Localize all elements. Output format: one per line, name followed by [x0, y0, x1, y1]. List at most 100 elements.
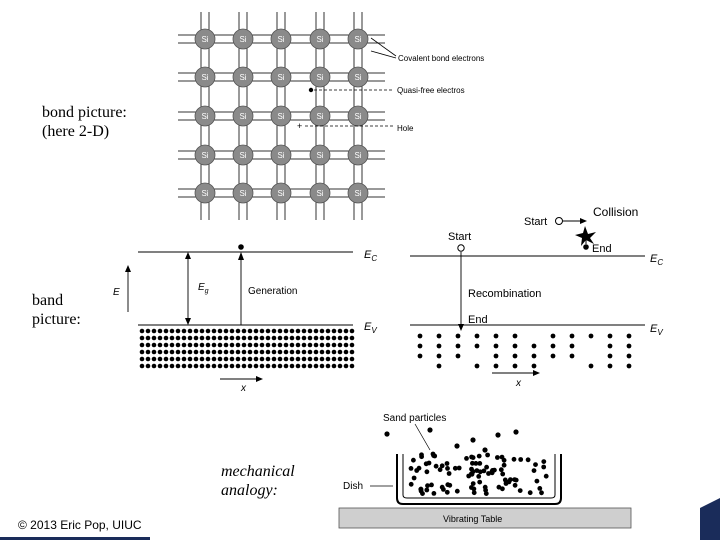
valence-electron — [265, 356, 271, 362]
generated-electron — [238, 244, 244, 250]
valence-electron — [169, 349, 175, 355]
valence-electron — [343, 342, 349, 348]
valence-electron — [145, 363, 151, 369]
valence-electron — [337, 363, 343, 369]
valence-electron — [235, 349, 241, 355]
valence-electron — [223, 356, 229, 362]
right-valence-electron — [474, 343, 480, 349]
sand-particle — [485, 452, 490, 458]
valence-electron — [151, 356, 157, 362]
right-valence-electron — [512, 343, 518, 349]
valence-electron — [157, 363, 163, 369]
valence-electron — [349, 349, 355, 355]
band-diagram-recombination: Start Collision End EC EV Start Recombin… — [410, 205, 663, 389]
sand-particle — [456, 465, 462, 471]
si-atom-circle — [194, 28, 216, 50]
start-mid-label: Start — [448, 231, 471, 243]
valence-electron — [163, 328, 169, 334]
valence-electron — [313, 328, 319, 334]
mechanical-line2: analogy: — [221, 482, 278, 499]
right-valence-electron — [417, 353, 423, 359]
valence-electron — [145, 342, 151, 348]
valence-electron — [301, 349, 307, 355]
sand-particle — [469, 454, 474, 460]
right-valence-electron — [626, 343, 632, 349]
si-atom-circle — [270, 182, 292, 204]
valence-electron — [163, 349, 169, 355]
mechanical-analogy-label: mechanical analogy: — [221, 462, 295, 500]
valence-electron — [337, 335, 343, 341]
valence-electron — [331, 356, 337, 362]
si-atom-label: Si — [277, 189, 284, 198]
end-top-label: End — [592, 243, 612, 255]
valence-electron — [319, 328, 325, 334]
valence-electron — [241, 328, 247, 334]
si-atom-label: Si — [354, 73, 361, 82]
valence-electron — [151, 349, 157, 355]
end-top-electron — [583, 244, 589, 250]
valence-electron — [301, 335, 307, 341]
start-top-marker — [555, 217, 563, 225]
sand-particle — [471, 490, 477, 496]
right-valence-electron — [531, 343, 537, 349]
valence-electron — [199, 335, 205, 341]
valence-electron — [277, 356, 283, 362]
sand-particle — [481, 468, 487, 474]
valence-electron — [289, 328, 295, 334]
valence-electron — [265, 328, 271, 334]
si-atom-circle — [309, 28, 331, 50]
valence-electron — [265, 342, 271, 348]
sand-particle — [476, 453, 482, 459]
valence-electron — [259, 363, 265, 369]
si-atom: Si — [270, 66, 292, 88]
valence-electron — [139, 349, 145, 355]
valence-electron — [253, 349, 259, 355]
sand-particle — [534, 478, 540, 484]
quasi-free-label: Quasi-free electros — [397, 86, 465, 95]
valence-electron — [319, 356, 325, 362]
right-valence-electron — [493, 343, 499, 349]
valence-electron — [307, 356, 313, 362]
si-atom-label: Si — [239, 189, 246, 198]
si-atom: Si — [232, 105, 254, 127]
si-atom-circle — [347, 66, 369, 88]
valence-electron — [193, 356, 199, 362]
si-atom-label: Si — [277, 112, 284, 121]
valence-electron — [187, 363, 193, 369]
valence-electron — [259, 335, 265, 341]
right-valence-electron — [417, 343, 423, 349]
right-valence-electron — [436, 353, 442, 359]
si-atom: Si — [309, 144, 331, 166]
x-axis-arrow — [256, 376, 263, 382]
valence-electron — [199, 328, 205, 334]
right-valence-electron — [550, 353, 556, 359]
sand-particle — [518, 457, 524, 462]
sand-particle — [512, 482, 518, 488]
right-valence-electron — [626, 353, 632, 359]
valence-electron — [181, 349, 187, 355]
valence-electron — [181, 363, 187, 369]
valence-electron — [199, 349, 205, 355]
valence-electron — [229, 342, 235, 348]
valence-electron — [307, 349, 313, 355]
valence-electron — [331, 349, 337, 355]
valence-electron — [229, 363, 235, 369]
sand-particle — [517, 488, 523, 493]
right-valence-electron — [474, 333, 480, 339]
valence-electron — [217, 363, 223, 369]
si-atom-label: Si — [239, 151, 246, 160]
right-valence-electron — [455, 343, 461, 349]
sand-particle — [541, 464, 547, 470]
valence-electron — [175, 363, 181, 369]
valence-electron — [307, 342, 313, 348]
collision-arrow-head — [580, 218, 587, 224]
end-mid-label: End — [468, 314, 488, 326]
valence-electron — [295, 335, 301, 341]
si-atom-label: Si — [239, 35, 246, 44]
si-atom: Si — [194, 66, 216, 88]
valence-electron — [199, 363, 205, 369]
valence-electron — [295, 356, 301, 362]
si-atom-circle — [347, 182, 369, 204]
valence-electron — [313, 335, 319, 341]
valence-electron — [277, 335, 283, 341]
